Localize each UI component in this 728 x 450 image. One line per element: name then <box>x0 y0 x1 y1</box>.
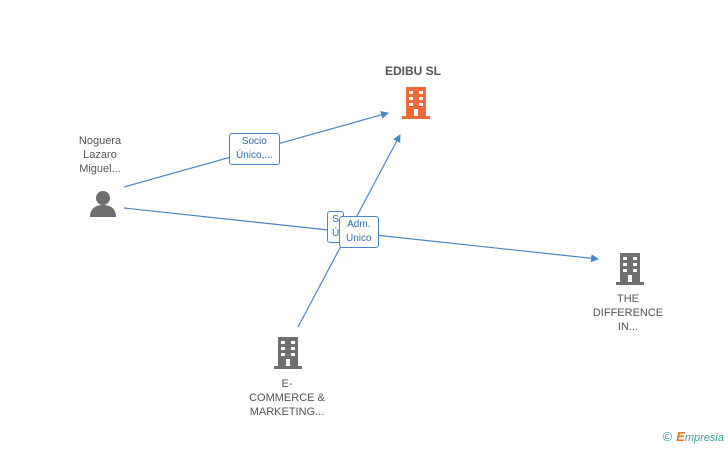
noguera-label-line: Miguel... <box>79 163 121 175</box>
person-icon[interactable] <box>88 190 118 218</box>
edge-label-socio-unico[interactable]: Socio Único,... <box>229 133 280 165</box>
edge-label-line: Ú <box>332 228 340 239</box>
edge-label-line: Socio <box>241 136 267 147</box>
node-label-difference[interactable]: THE DIFFERENCE IN... <box>588 292 668 334</box>
difference-label-line: IN... <box>617 321 639 333</box>
copyright-symbol: © <box>662 429 673 444</box>
brand-initial: E <box>676 429 685 444</box>
node-label-edibu[interactable]: EDIBU SL <box>374 64 452 78</box>
brand-name: mpresia <box>684 432 724 444</box>
building-icon[interactable] <box>272 336 304 370</box>
ecommerce-label-line: COMMERCE & <box>249 392 325 404</box>
edge-label-adm-unico[interactable]: Adm. Unico <box>339 216 379 248</box>
edge-label-line: S <box>332 214 339 225</box>
difference-label-line: THE <box>617 293 639 305</box>
ecommerce-label-line: MARKETING... <box>249 406 325 418</box>
building-icon[interactable] <box>400 86 432 120</box>
ecommerce-label-line: E- <box>281 378 293 390</box>
edibu-label-line: EDIBU SL <box>384 64 441 78</box>
edge-label-line: Único,... <box>236 150 273 161</box>
edge-label-line: Unico <box>346 233 372 244</box>
building-icon[interactable] <box>614 252 646 286</box>
edge-label-line: Adm. <box>347 219 371 230</box>
empresia-watermark: ©Empresia <box>663 429 724 444</box>
noguera-label-line: Noguera <box>78 135 122 147</box>
noguera-label-line: Lazaro <box>83 149 117 161</box>
node-label-noguera[interactable]: Noguera Lazaro Miguel... <box>64 134 136 176</box>
node-label-ecommerce[interactable]: E- COMMERCE & MARKETING... <box>242 377 332 419</box>
difference-label-line: DIFFERENCE <box>592 307 664 319</box>
